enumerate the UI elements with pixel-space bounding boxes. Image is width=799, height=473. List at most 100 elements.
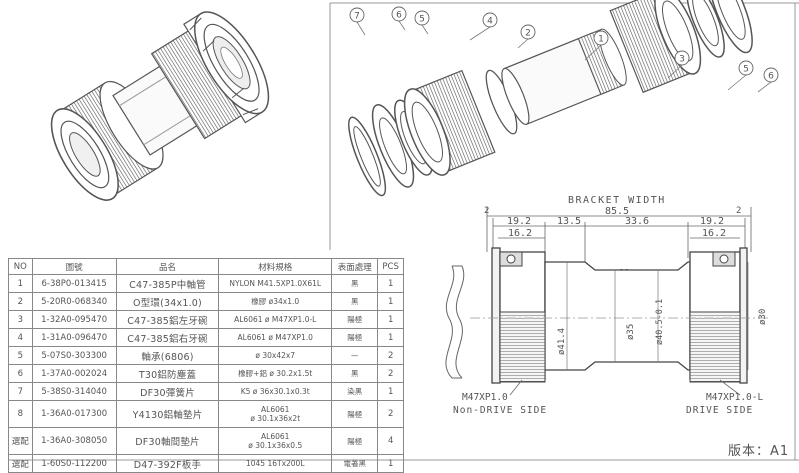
part-finish: 陽極 [331,427,379,455]
part-pcs: 2 [377,364,404,383]
part-code: 1-37A0-002024 [31,364,117,383]
callout-leader [356,21,366,36]
callout-balloon: 3 [667,50,690,79]
col-pcs: PCS [377,258,404,275]
callout-balloon: 6 [757,67,779,93]
part-code: 1-36A0-017300 [31,400,117,428]
dia-40-5: ø40.5-0.1 [655,299,665,345]
callout-number: 7 [354,12,360,22]
part-material-line: 1045 16Tx200L [245,459,305,468]
callout-leader [517,38,529,49]
part-code: 1-32A0-095470 [31,310,117,329]
part-name: O型環(34x1.0) [115,292,220,311]
part-material-line: ø 30x42x7 [255,351,296,360]
part-code: 5-38S0-314040 [31,382,117,401]
dim-16-2-left: 16.2 [508,228,532,239]
part-no: 5 [8,346,33,365]
part-pcs: 2 [377,346,404,365]
part-name: 軸承(6806) [115,346,220,365]
callout-number: 5 [743,65,749,75]
callout-balloon: 4 [469,12,498,41]
col-code: 圖號 [31,258,117,275]
part-finish: 黑 [331,292,379,311]
part-pcs: 1 [377,382,404,401]
part-code: 5-20R0-068340 [31,292,117,311]
drive-side-label: DRIVE SIDE [686,405,753,416]
callout-balloon: 6 [391,6,407,31]
callout-leader [469,26,491,41]
part-material-line: AL6061 ø M47XP1.0-L [234,315,317,324]
bracket-width-title: BRACKET WIDTH [568,195,666,206]
part-material-line: AL6061 ø M47XP1.0 [237,333,313,342]
callout-circle [349,7,365,23]
part-finish: 染黑 [331,382,379,401]
part-name: DF30軸間墊片 [115,427,220,455]
total-width-label: 85.5 [605,206,629,217]
part-no: 3 [8,310,33,329]
part-name: C47-385鋁左牙碗 [115,310,220,329]
part-no: 2 [8,292,33,311]
callout-circle [414,10,430,26]
dim-13-5: 13.5 [557,216,581,227]
part-finish: 黑 [331,364,379,383]
part-material-line: AL6061 [261,405,290,414]
assembly-view [50,11,270,201]
part-code: 5-07S0-303300 [31,346,117,365]
dia-35: ø35 [626,324,636,340]
callout-balloon: 7 [349,7,366,36]
part-finish: 電著黑 [331,454,379,473]
part-material: NYLON M41.5XP1.0X61L [218,274,333,293]
callout-leader [584,44,602,61]
callout-leader [727,74,747,91]
part-finish: 陽極 [331,400,379,428]
part-material: 橡膠 ø34x1.0 [218,292,333,311]
section-view: BRACKET WIDTH 85.5 2 19.2 13.5 33.6 19.2… [445,195,770,416]
part-pcs: 1 [377,292,404,311]
callout-leader [398,20,406,31]
version-label: 版本：A1 [728,444,790,459]
part-finish: 陽極 [331,328,379,347]
dim-2-right: 2 [736,206,741,216]
part-name: D47-392F板手 [115,454,220,473]
col-name: 品名 [115,258,220,275]
part-name: DF30彈簧片 [115,382,220,401]
col-no: NO [8,258,33,275]
callout-leader [667,64,683,79]
callout-circle [391,6,407,22]
callout-number: 2 [525,29,531,39]
callout-circle [763,67,779,83]
dim-2-left: 2 [484,206,489,216]
part-pcs: 2 [377,400,404,428]
part-material: AL6061 ø M47XP1.0 [218,328,333,347]
part-material: 1045 16Tx200L [218,454,333,473]
callout-balloon: 5 [727,60,754,91]
part-code: 1-31A0-096470 [31,328,117,347]
part-material: 橡膠+鋁 ø 30.2x1.5t [218,364,333,383]
non-drive-side-label: Non-DRIVE SIDE [453,405,547,416]
dim-16-2-right: 16.2 [702,228,726,239]
dia-30: ø30 [758,309,768,325]
part-pcs: 1 [377,328,404,347]
part-material-line: 橡膠 ø34x1.0 [251,297,300,306]
callout-balloon: 5 [414,10,430,35]
callout-number: 5 [419,15,425,25]
part-name: T30鋁防塵蓋 [115,364,220,383]
part-no: 8 [8,400,33,428]
part-no: 選配 [8,427,33,455]
part-material: K5 ø 36x30.1x0.3t [218,382,333,401]
callout-circle [520,24,536,40]
dim-19-2-right: 19.2 [700,216,724,227]
